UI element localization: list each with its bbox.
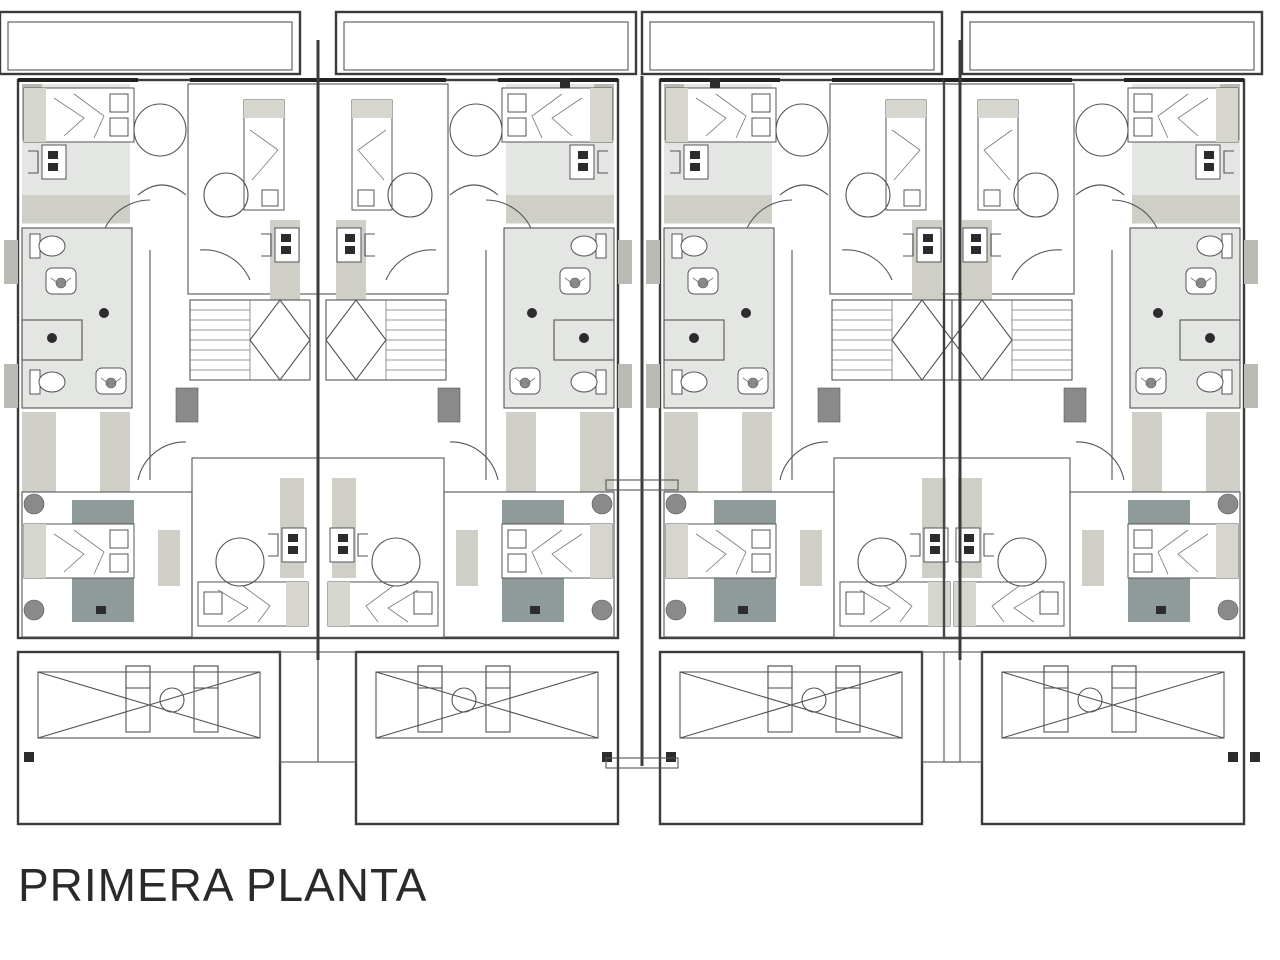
floor-plan-title: PRIMERA PLANTA (18, 859, 428, 911)
floor-plan (0, 0, 1280, 840)
unit-2 (318, 12, 636, 824)
unit-4 (944, 12, 1262, 824)
unit-1 (0, 12, 318, 824)
unit-3 (642, 12, 960, 824)
